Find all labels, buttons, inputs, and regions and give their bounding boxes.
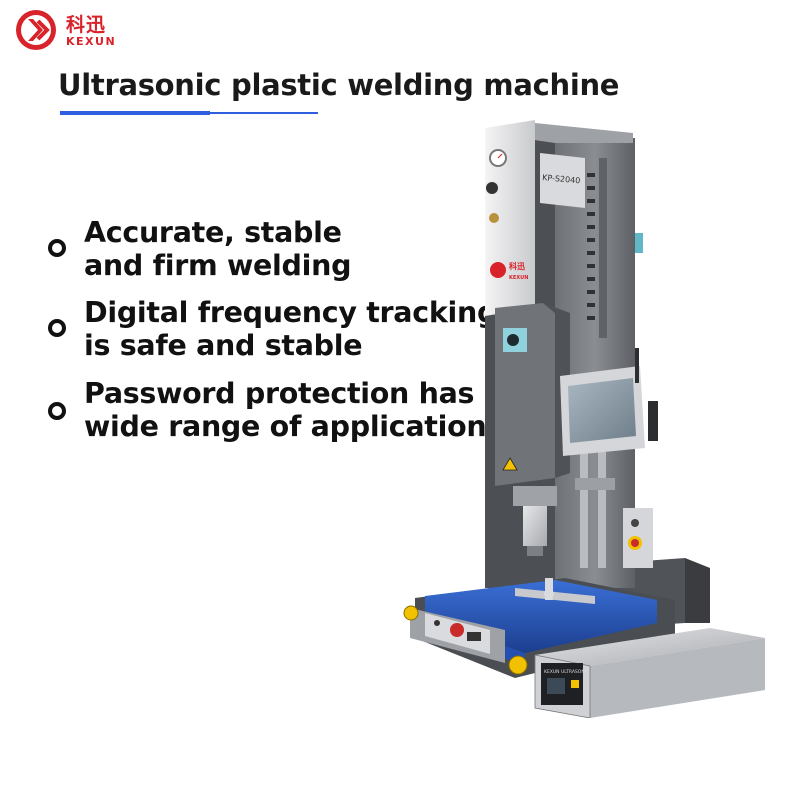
feature-line-2: is safe and stable xyxy=(84,329,363,362)
model-label: KP-S2040 xyxy=(542,173,581,185)
circle-bullet-icon xyxy=(48,319,66,337)
head-brand-cn: 科迅 xyxy=(509,261,525,271)
head-brand-en: KEXUN xyxy=(509,275,528,281)
feature-line-2: and firm welding xyxy=(84,249,352,282)
feature-line-1: Password protection has a xyxy=(84,377,503,410)
feature-line-1: Accurate, stable xyxy=(84,216,342,249)
feature-line-1: Digital frequency tracking xyxy=(84,296,498,329)
title-underline-bar xyxy=(60,111,210,115)
circle-bullet-icon xyxy=(48,402,66,420)
brand-logo: 科迅 KEXUN xyxy=(14,8,134,54)
kexun-logo-icon xyxy=(16,10,56,50)
brand-name-cn: 科迅 xyxy=(66,14,107,36)
feature-line-2: wide range of applications xyxy=(84,410,504,443)
circle-bullet-icon xyxy=(48,239,66,257)
title-underline-line xyxy=(210,112,318,114)
brand-name-en: KEXUN xyxy=(66,35,117,48)
generator-label: KEXUN ULTRASONIC xyxy=(544,669,589,675)
page-title: Ultrasonic plastic welding machine xyxy=(58,68,620,102)
welding-machine-image: 科迅 KEXUN KP-S2040 xyxy=(403,120,765,718)
